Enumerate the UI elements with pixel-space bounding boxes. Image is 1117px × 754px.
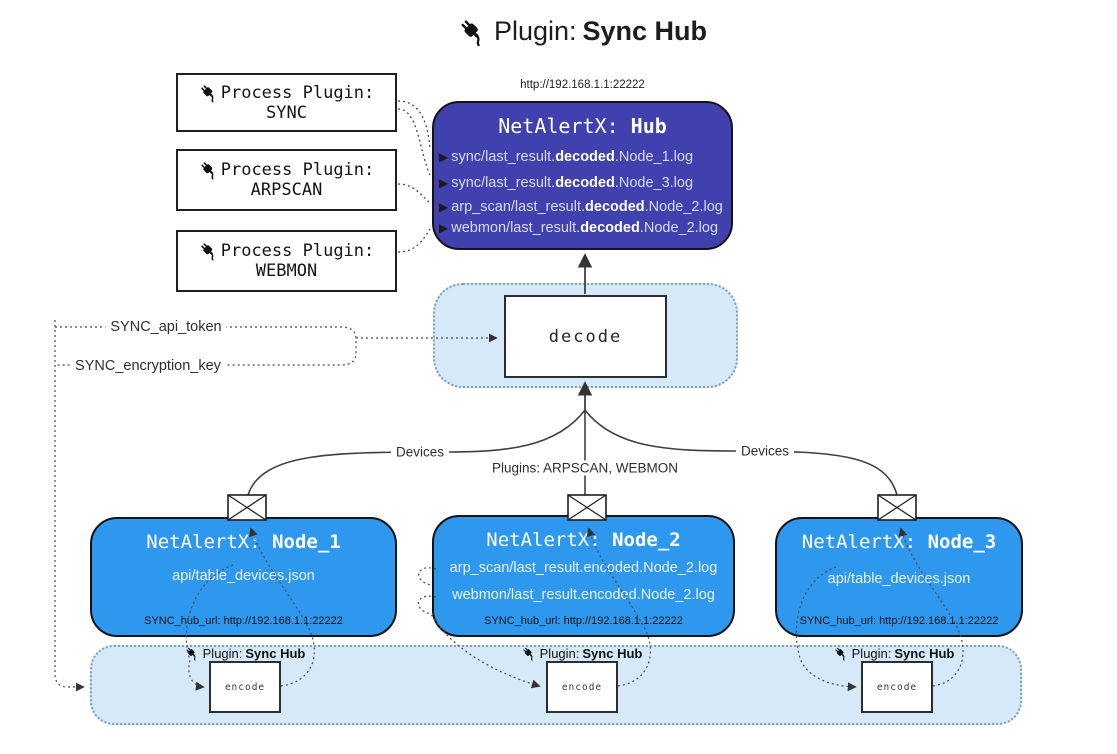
arrow-right-icon: ▶ xyxy=(439,176,449,190)
hub-title-name: Hub xyxy=(630,114,667,138)
node-title-label: NetAlertX: xyxy=(146,531,261,553)
hub-log-text: sync/last_result.decoded.Node_3.log xyxy=(451,175,694,191)
node-hub-url: SYNC_hub_url: http://192.168.1.1:22222 xyxy=(144,615,343,627)
node-title-label: NetAlertX: xyxy=(486,529,601,551)
hub-box: NetAlertX: Hub ▶ sync/last_result.decode… xyxy=(432,101,733,250)
node-title: NetAlertX: Node_3 xyxy=(777,531,1021,553)
plug-icon xyxy=(461,19,480,46)
node-file-line: api/table_devices.json xyxy=(827,571,971,587)
node-title-name: Node_3 xyxy=(927,531,997,553)
edge-arpscan-to-hub xyxy=(397,183,431,204)
node-title-name: Node_2 xyxy=(612,529,681,551)
hub-log-text: arp_scan/last_result.decoded.Node_2.log xyxy=(451,198,723,215)
band-plugin-label: Plugin: Sync Hub xyxy=(834,646,955,661)
plug-icon xyxy=(201,84,214,102)
edge-config-to-band xyxy=(54,320,85,692)
plug-icon xyxy=(201,243,214,261)
hub-log-row: ▶ sync/last_result.decoded.Node_1.log xyxy=(439,144,727,170)
encode-box-2: encode xyxy=(546,661,618,713)
process-plugin-arpscan: Process Plugin: ARPSCAN xyxy=(176,149,397,211)
band-plugin-name-text: Sync Hub xyxy=(245,646,306,661)
process-plugin-name: WEBMON xyxy=(255,261,318,281)
page-title-name: Sync Hub xyxy=(582,16,708,46)
decode-box: decode xyxy=(504,295,667,378)
devices-right-label: Devices xyxy=(735,443,795,459)
node-2-box: NetAlertX: Node_2 arp_scan/last_result.e… xyxy=(432,515,735,637)
hub-url-label: http://192.168.1.1:22222 xyxy=(520,79,645,91)
arrow-right-icon: ▶ xyxy=(439,221,449,236)
process-plugin-label: Process Plugin: xyxy=(220,160,375,180)
process-plugin-name: ARPSCAN xyxy=(250,180,323,200)
plug-icon xyxy=(201,162,214,180)
node-file-line: api/table_devices.json xyxy=(172,568,315,584)
process-plugin-label: Process Plugin: xyxy=(220,241,375,261)
plugins-middle-label: Plugins: ARPSCAN, WEBMON xyxy=(486,460,684,476)
hub-title-label: NetAlertX: xyxy=(498,114,619,138)
hub-title: NetAlertX: Hub xyxy=(434,114,731,138)
encode-box-1: encode xyxy=(209,661,281,713)
node-file-line: arp_scan/last_result.encoded.Node_2.log xyxy=(449,560,718,576)
sync-encryption-key-label: SYNC_encryption_key xyxy=(70,358,226,374)
arrow-right-icon: ▶ xyxy=(439,199,449,214)
arrow-right-icon: ▶ xyxy=(439,150,449,164)
band-plugin-name-text: Sync Hub xyxy=(894,646,955,661)
process-plugin-label: Process Plugin: xyxy=(220,82,375,103)
node-1-box: NetAlertX: Node_1 api/table_devices.json… xyxy=(90,517,397,637)
hub-log-row: ▶ webmon/last_result.decoded.Node_2.log xyxy=(439,218,727,240)
plug-icon xyxy=(523,647,533,661)
band-plugin-label: Plugin: Sync Hub xyxy=(522,646,643,661)
process-plugin-webmon: Process Plugin: WEBMON xyxy=(176,230,397,292)
devices-left-label: Devices xyxy=(390,444,450,460)
node-file-line: webmon/last_result.encoded.Node_2.log xyxy=(452,587,715,603)
hub-log-row: ▶ sync/last_result.decoded.Node_3.log xyxy=(439,170,727,196)
node-hub-url: SYNC_hub_url: http://192.168.1.1:22222 xyxy=(799,615,999,627)
plug-icon xyxy=(186,647,196,661)
node-hub-url: SYNC_hub_url: http://192.168.1.1:22222 xyxy=(484,615,683,627)
edge-webmon-to-hub xyxy=(397,228,431,253)
node-title-name: Node_1 xyxy=(272,531,341,553)
band-plugin-label: Plugin: Sync Hub xyxy=(185,646,306,661)
sync-api-token-label: SYNC_api_token xyxy=(105,319,227,335)
node-title: NetAlertX: Node_1 xyxy=(92,531,395,553)
node-title: NetAlertX: Node_2 xyxy=(434,529,733,551)
page-title: Plugin: Sync Hub xyxy=(24,16,1117,47)
process-plugin-name: SYNC xyxy=(266,102,307,123)
hub-log-text: webmon/last_result.decoded.Node_2.log xyxy=(451,220,719,237)
hub-log-text: sync/last_result.decoded.Node_1.log xyxy=(451,149,694,165)
plug-icon xyxy=(835,647,845,661)
edge-sync-to-hub-2 xyxy=(397,108,431,176)
edge-sync-to-hub-1 xyxy=(397,100,431,149)
encode-box-3: encode xyxy=(861,661,933,713)
band-plugin-label-text: Plugin: xyxy=(539,646,580,661)
node-title-label: NetAlertX: xyxy=(801,531,917,553)
page-title-label: Plugin: xyxy=(493,16,577,46)
band-plugin-label-text: Plugin: xyxy=(202,646,243,661)
node-3-box: NetAlertX: Node_3 api/table_devices.json… xyxy=(775,517,1023,637)
band-plugin-name-text: Sync Hub xyxy=(582,646,643,661)
process-plugin-sync: Process Plugin: SYNC xyxy=(176,73,397,132)
hub-log-row: ▶ arp_scan/last_result.decoded.Node_2.lo… xyxy=(439,196,727,218)
band-plugin-label-text: Plugin: xyxy=(851,646,892,661)
